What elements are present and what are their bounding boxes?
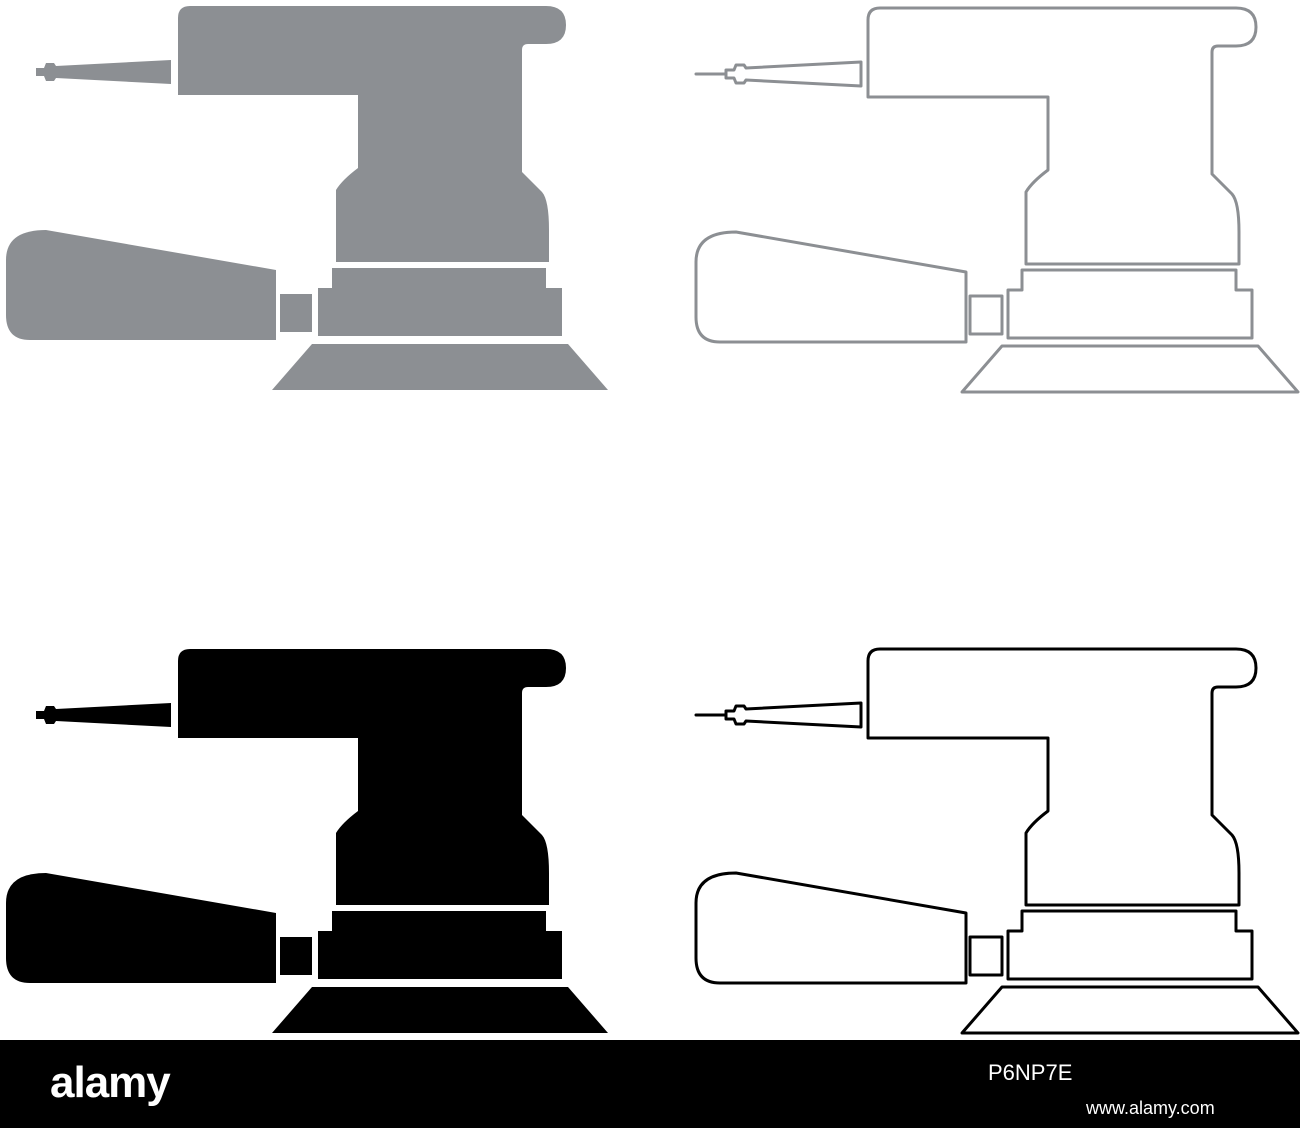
orbital-sander-icon-filled-grey	[6, 6, 608, 390]
brand-logo: alamy	[50, 1058, 171, 1107]
image-id: P6NP7E	[988, 1060, 1073, 1085]
orbital-sander-icon-outline-grey	[694, 6, 1300, 394]
orbital-sander-icon-filled-black	[6, 649, 608, 1033]
watermark-footer: alamy P6NP7E www.alamy.com	[0, 1040, 1300, 1128]
site-url: www.alamy.com	[1086, 1098, 1215, 1118]
orbital-sander-icon-outline-black	[694, 647, 1300, 1035]
